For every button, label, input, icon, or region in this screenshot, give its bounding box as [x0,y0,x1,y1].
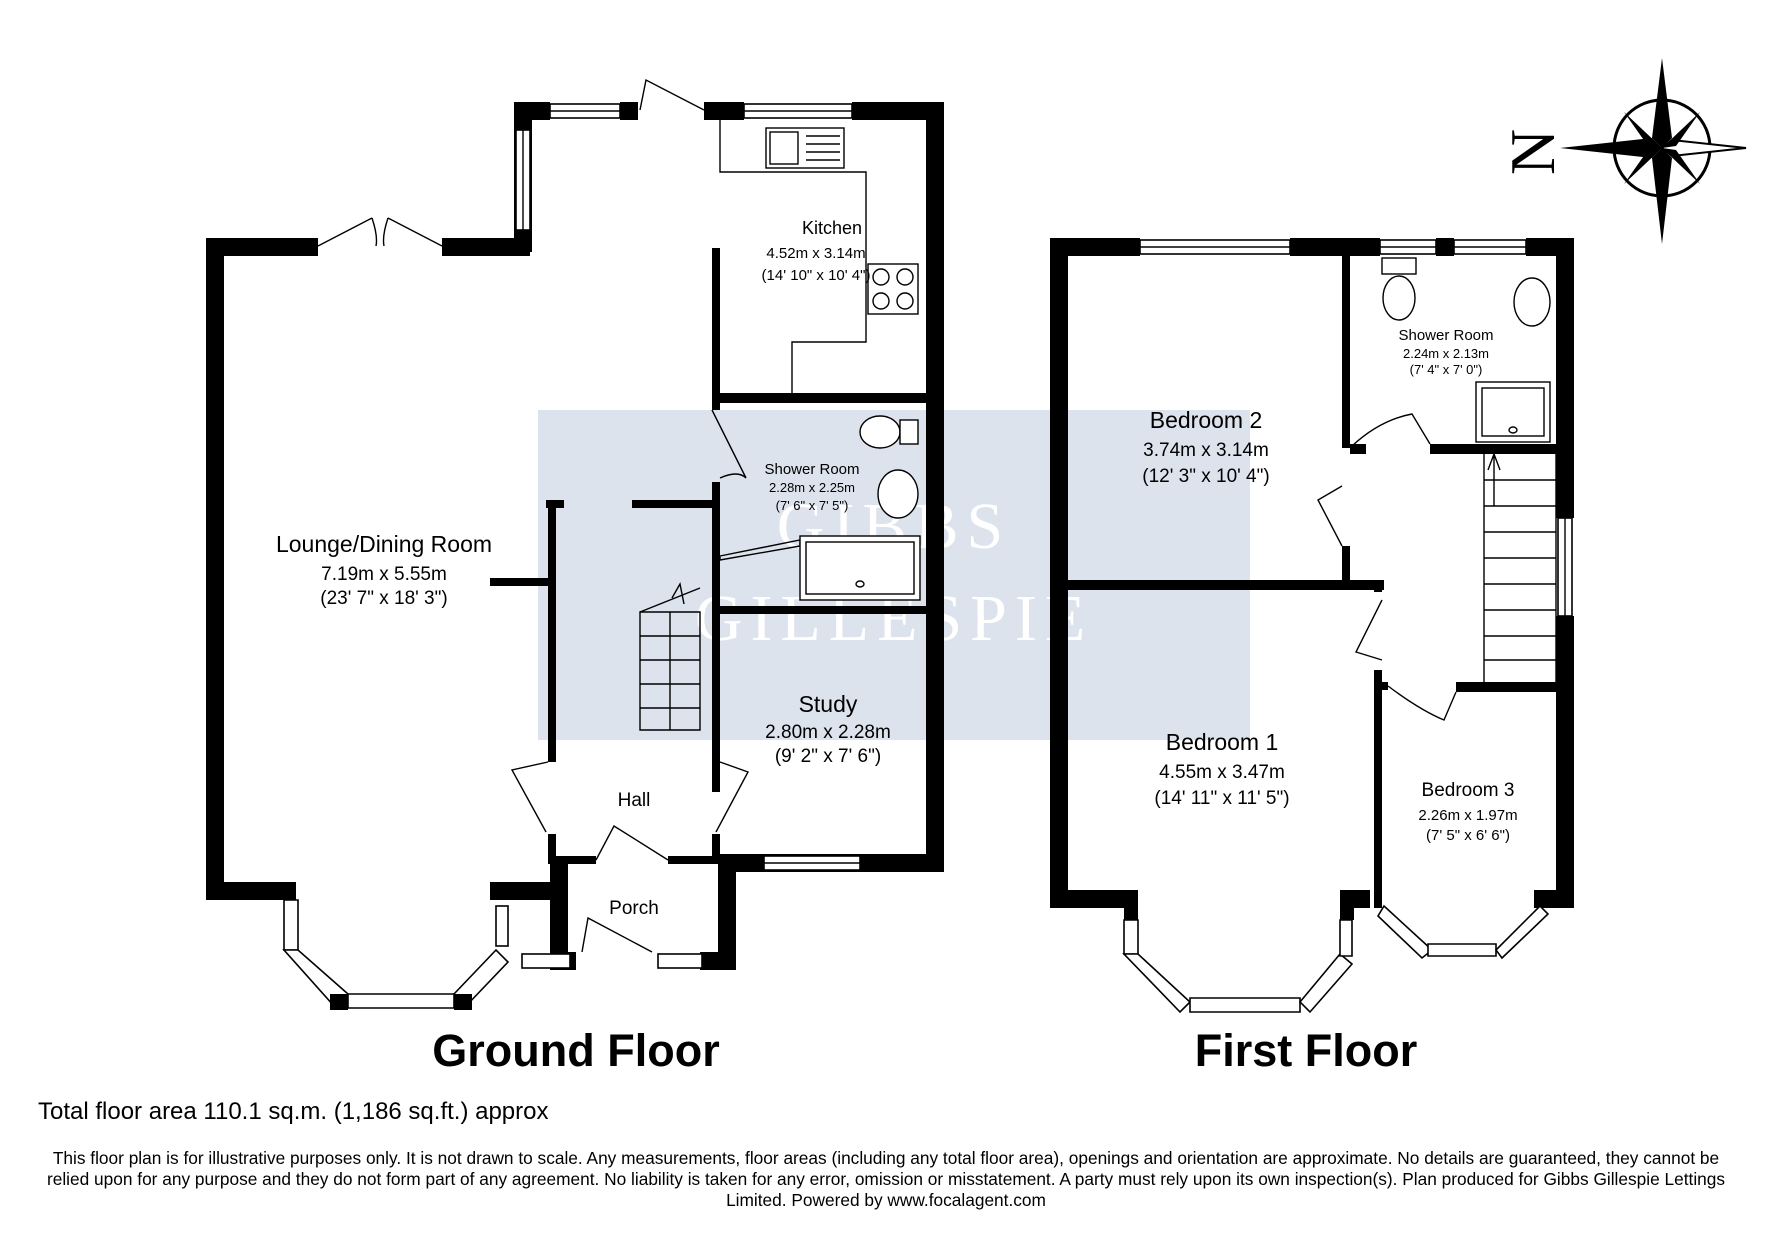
first-shower-fixtures [1381,257,1551,443]
room-name-bedroom-3: Bedroom 3 [1422,780,1515,801]
room-name-bedroom-2: Bedroom 2 [1150,407,1263,433]
room-dim-m-ground-shower: 2.28m x 2.25m [769,480,855,495]
ground-floor-walls [206,102,944,970]
first-floor-doors [1317,413,1457,721]
room-dim-ft-bedroom-3: (7' 5" x 6' 6") [1426,827,1510,844]
room-dim-ft-lounge: (23' 7" x 18' 3") [320,588,447,609]
room-name-porch: Porch [609,898,659,919]
room-dim-ft-bedroom-2: (12' 3" x 10' 4") [1142,466,1269,487]
room-dim-m-first-shower: 2.24m x 2.13m [1403,346,1489,361]
room-dim-m-lounge: 7.19m x 5.55m [321,564,447,585]
room-dim-ft-ground-shower: (7' 6" x 7' 5") [776,498,849,513]
first-floor-windows [1122,239,1573,1014]
room-name-hall: Hall [618,790,651,811]
ground-floor-windows [282,103,861,1010]
ground-floor-title: Ground Floor [432,1025,719,1076]
total-floor-area: Total floor area 110.1 sq.m. (1,186 sq.f… [38,1098,549,1125]
first-floor-title: First Floor [1195,1025,1418,1076]
room-dim-ft-bedroom-1: (14' 11" x 11' 5") [1154,788,1289,809]
room-dim-m-bedroom-3: 2.26m x 1.97m [1418,807,1517,824]
compass-north-label: N [1497,129,1568,175]
ground-stairs [639,582,701,731]
disclaimer-text: This floor plan is for illustrative purp… [46,1148,1726,1210]
compass-rose-icon: N [1497,58,1747,244]
room-name-first-shower: Shower Room [1398,327,1493,344]
room-name-bedroom-1: Bedroom 1 [1166,729,1279,755]
first-stairs [1483,452,1557,682]
room-dim-ft-first-shower: (7' 4" x 7' 0") [1410,362,1483,377]
room-dim-m-bedroom-1: 4.55m x 3.47m [1159,762,1285,783]
room-name-study: Study [799,691,858,717]
room-dim-m-kitchen: 4.52m x 3.14m [766,245,865,262]
room-dim-m-bedroom-2: 3.74m x 3.14m [1143,440,1269,461]
room-name-lounge: Lounge/Dining Room [276,531,492,557]
room-dim-ft-study: (9' 2" x 7' 6") [775,746,881,767]
room-dim-ft-kitchen: (14' 10" x 10' 4") [762,267,871,284]
kitchen-fixtures [719,120,919,393]
first-floor-walls [1050,238,1574,908]
room-name-ground-shower: Shower Room [764,461,859,478]
room-name-kitchen: Kitchen [802,218,862,238]
ground-shower-fixtures [799,415,921,601]
room-dim-m-study: 2.80m x 2.28m [765,722,891,743]
